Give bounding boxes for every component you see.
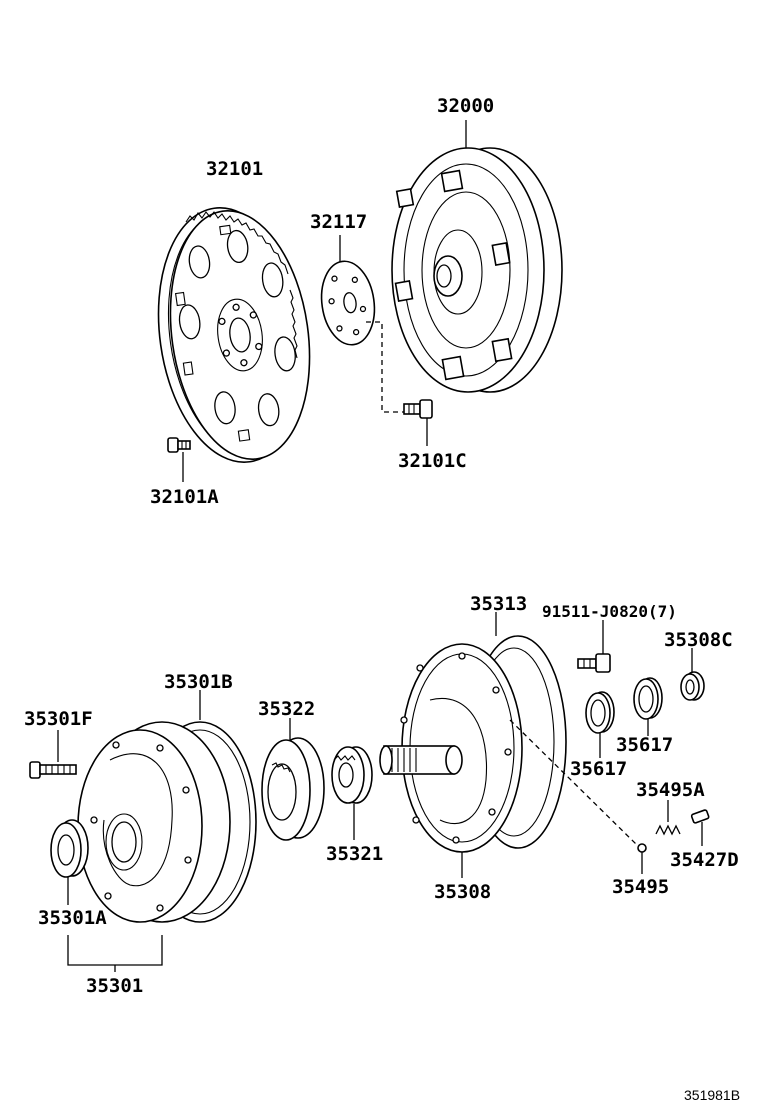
label-35301F: 35301F	[24, 708, 93, 730]
seal-35308C	[680, 648, 705, 701]
leader-32101C	[366, 321, 404, 413]
label-32101: 32101	[206, 158, 263, 180]
plug-35427D	[690, 809, 710, 846]
seal-ring-35617-a	[585, 691, 615, 758]
label-35495A: 35495A	[636, 779, 705, 801]
label-35321: 35321	[326, 843, 383, 865]
label-35617-a: 35617	[570, 758, 627, 780]
spring-35495A	[655, 800, 681, 836]
label-35301: 35301	[86, 975, 143, 997]
drive-gear-35321	[331, 746, 373, 840]
seal-ring-35617-b	[633, 677, 663, 736]
driven-gear-35322	[261, 718, 325, 841]
label-91511-J0820: 91511-J0820(7)	[542, 602, 677, 621]
label-32101A: 32101A	[150, 486, 219, 508]
bracket-35301	[67, 935, 163, 972]
label-35301B: 35301B	[164, 671, 233, 693]
bolt-32101A	[167, 437, 191, 482]
bolt-32101C	[403, 399, 433, 446]
leader-35495-path	[509, 719, 639, 847]
label-35301A: 35301A	[38, 907, 107, 929]
label-32101C: 32101C	[398, 450, 467, 472]
label-32117: 32117	[310, 211, 367, 233]
check-ball-35495	[637, 843, 647, 874]
figure-id: 351981B	[684, 1087, 740, 1103]
label-32000: 32000	[437, 95, 494, 117]
label-35322: 35322	[258, 698, 315, 720]
pump-body-35301	[77, 721, 257, 923]
drive-plate-32101	[157, 207, 311, 463]
label-35495: 35495	[612, 876, 669, 898]
label-35313: 35313	[470, 593, 527, 615]
label-35427D: 35427D	[670, 849, 739, 871]
label-35617-b: 35617	[616, 734, 673, 756]
torque-converter-32000	[391, 120, 563, 393]
bolt-91511	[577, 620, 611, 673]
label-35308C: 35308C	[664, 629, 733, 651]
bolt-35301F	[29, 730, 77, 779]
label-35308: 35308	[434, 881, 491, 903]
oil-seal-35301A	[50, 819, 89, 905]
plate-32117	[320, 235, 376, 346]
pump-cover-35308	[379, 635, 567, 878]
